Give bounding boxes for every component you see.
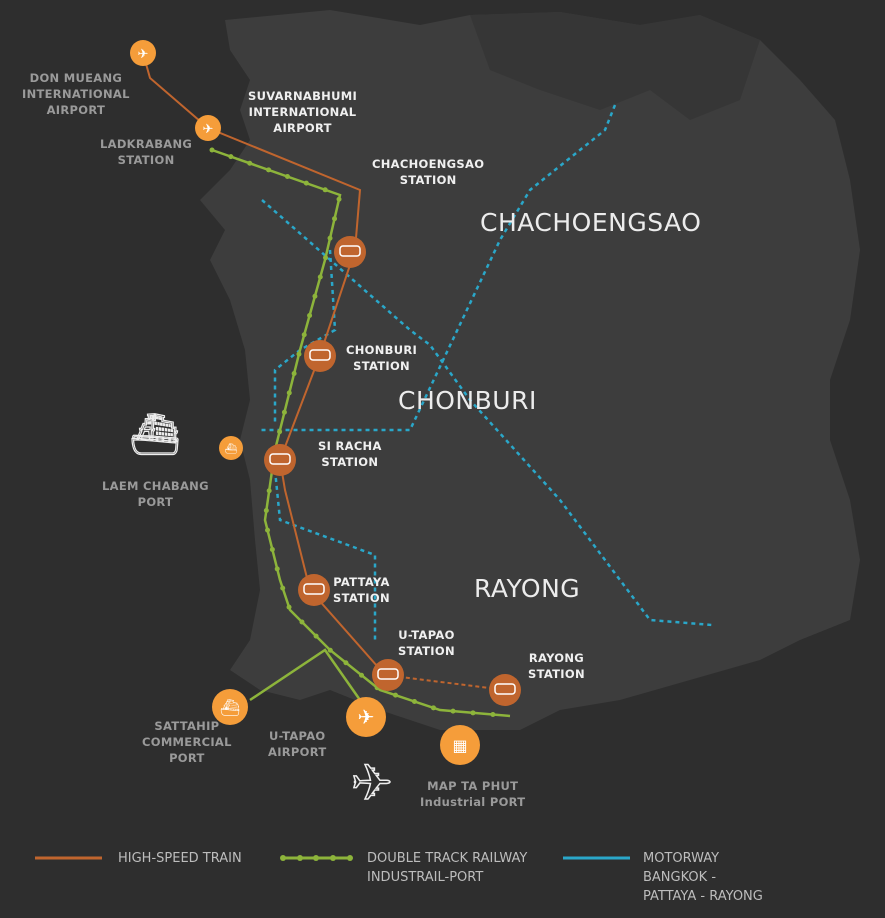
label-si-racha-station: SI RACHA STATION xyxy=(318,439,382,469)
railway-dot xyxy=(303,180,309,186)
railway-dot xyxy=(313,633,319,639)
railway-dot xyxy=(312,293,318,299)
u-tapao-station-icon xyxy=(372,659,404,691)
railway-dot xyxy=(265,527,271,533)
suvarnabhumi-airport-icon xyxy=(195,115,221,141)
railway-dot xyxy=(274,566,280,572)
province-rayong: RAYONG xyxy=(474,574,581,603)
don-mueang-airport-icon xyxy=(130,40,156,66)
railway-dot xyxy=(359,672,365,678)
railway-dot xyxy=(286,604,292,610)
railway-dot xyxy=(336,196,342,202)
stations xyxy=(264,236,521,706)
label-ladkrabang: LADKRABANG STATION xyxy=(100,137,193,167)
province-chonburi: CHONBURI xyxy=(398,386,537,415)
railway-dot xyxy=(280,585,286,591)
label-rayong-station: RAYONG STATION xyxy=(528,651,585,681)
railway-dot xyxy=(269,547,275,553)
railway-dot xyxy=(277,429,283,435)
orange-icons xyxy=(130,40,480,765)
railway-dot xyxy=(343,660,349,666)
landmass-shade xyxy=(470,12,760,120)
legend-railway: DOUBLE TRACK RAILWAY INDUSTRAIL-PORT xyxy=(367,851,528,885)
railway-dot xyxy=(284,174,290,180)
railway-dot xyxy=(430,705,436,711)
railway-dot xyxy=(296,351,302,357)
railway-dot xyxy=(263,508,269,514)
railway-dot xyxy=(299,619,305,625)
plane-icon: ✈ xyxy=(138,47,149,62)
ship-icon: ⛴ xyxy=(225,443,238,455)
pattaya-station-icon xyxy=(298,574,330,606)
legend-motorway: MOTORWAY BANGKOK - PATTAYA - RAYONG xyxy=(643,851,763,904)
high-speed-line xyxy=(142,52,506,691)
railway-dot xyxy=(228,154,234,160)
railway-dots xyxy=(209,147,496,718)
chachoengsao-station-icon xyxy=(334,236,366,268)
legend-high-speed: HIGH-SPEED TRAIN xyxy=(118,851,242,866)
railway-dot xyxy=(266,488,272,494)
railway-dot xyxy=(332,216,338,222)
railway-dot xyxy=(209,147,215,153)
railway-dot xyxy=(327,235,333,241)
label-don-mueang: DON MUEANG INTERNATIONAL AIRPORT xyxy=(22,71,130,117)
icon-glyphs: ✈ ✈ ✈ ⛴ ⛴ ▦ ✈ ⛴ xyxy=(129,47,468,813)
railway-dot xyxy=(317,274,323,280)
railway-dot xyxy=(411,698,417,704)
laem-chabang-port-icon xyxy=(219,436,243,460)
railway-dot xyxy=(470,710,476,716)
large-plane-icon: ✈ xyxy=(351,754,393,812)
railway-dot xyxy=(301,332,307,338)
landmass xyxy=(200,10,860,730)
sattahip-port-icon xyxy=(212,689,248,725)
railway-dot xyxy=(307,313,313,319)
label-laem-chabang: LAEM CHABANG PORT xyxy=(102,479,209,509)
map-ta-phut-port-icon xyxy=(440,725,480,765)
container-icon: ▦ xyxy=(452,736,467,755)
railway-dot xyxy=(266,167,272,173)
label-pattaya-station: PATTAYA STATION xyxy=(333,575,390,605)
label-u-tapao-airport: U-TAPAO AIRPORT xyxy=(268,729,327,759)
railway-dot xyxy=(323,255,329,261)
rayong-station-icon xyxy=(489,674,521,706)
si-racha-station-icon xyxy=(264,444,296,476)
label-suvarnabhumi: SUVARNABHUMI INTERNATIONAL AIRPORT xyxy=(248,89,358,135)
railway-dot xyxy=(490,712,496,718)
railway-dot xyxy=(450,708,456,714)
railway-dot xyxy=(281,409,287,415)
chonburi-station-icon xyxy=(304,340,336,372)
label-map-ta-phut: MAP TA PHUT Industrial PORT xyxy=(420,779,526,809)
ship-icon: ⛴ xyxy=(220,698,240,717)
railway-dot xyxy=(291,370,297,376)
plane-icon: ✈ xyxy=(203,122,214,137)
label-sattahip: SATTAHIP COMMERCIAL PORT xyxy=(142,719,232,765)
label-u-tapao-station: U-TAPAO STATION xyxy=(398,628,455,658)
railway-dot xyxy=(327,647,333,653)
label-chonburi-station: CHONBURI STATION xyxy=(346,343,418,373)
railway-dot xyxy=(247,160,253,166)
u-tapao-airport-icon xyxy=(346,697,386,737)
cargo-ship-icon: ⛴ xyxy=(130,412,181,458)
province-chachoengsao: CHACHOENGSAO xyxy=(480,208,702,237)
plane-icon: ✈ xyxy=(358,705,375,729)
railway-dot xyxy=(322,187,328,193)
railway-dot xyxy=(393,692,399,698)
label-chachoengsao-station: CHACHOENGSAO STATION xyxy=(372,157,485,187)
railway-dot xyxy=(286,390,292,396)
